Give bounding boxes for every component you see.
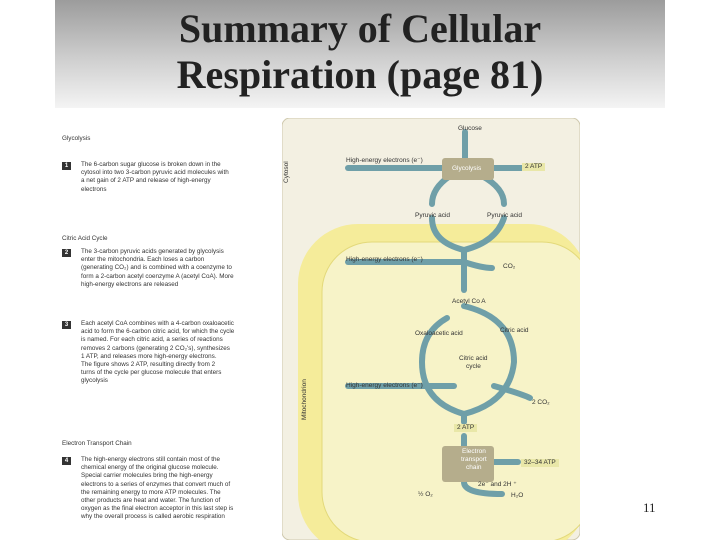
flow-arrows [345,129,533,497]
electrons-label-3: High-energy electrons (e⁻) [346,382,423,389]
acetyl-coa-label: Acetyl Co A [452,298,486,305]
electrons-h-label: 2e⁻ and 2H ⁺ [478,481,517,488]
section-line: other products are heat and water. The f… [81,497,221,505]
glucose-label: Glucose [458,125,482,132]
respiration-diagram [282,118,580,540]
section-heading: Electron Transport Chain [62,440,132,447]
section-line: oxygen as the final electron acceptor in… [81,505,234,513]
section-number: 2 [62,249,71,257]
section-line: cytosol into two 3-carbon pyruvic acid m… [81,169,229,177]
water-label: H₂O [511,492,524,499]
section-number: 3 [62,321,71,329]
section-line: (generating CO₂) and is combined with a … [81,264,232,272]
section-line: form a 2-carbon acetyl coenzyme A (acety… [81,272,234,280]
co2-label-2: 2 CO₂ [532,399,550,406]
section-line: glycolysis [81,377,108,385]
citric-cycle-label-2: cycle [466,363,481,370]
citric-acid-label: Citric acid [500,327,529,334]
section-line: acid to form the 6-carbon citric acid, f… [81,328,235,336]
section-line: The high-energy electrons still contain … [81,456,220,463]
section-body: Each acetyl CoA combines with a 4-carbon… [81,320,276,386]
pyruvic-left-label: Pyruvic acid [415,212,451,219]
arrow-to-water [461,479,505,497]
section-line: The 6-carbon sugar glucose is broken dow… [81,161,221,168]
section-line: Each acetyl CoA combines with a 4-carbon… [81,320,234,327]
atp-label-1: 2 ATP [522,163,546,171]
section-line: turns of the cycle per glucose molecule … [81,369,222,377]
citric-cycle-label-1: Citric acid [459,355,488,362]
citric-cycle-loop [418,303,518,418]
section-line: Special carrier molecules bring the high… [81,472,213,480]
section-line: The 3-carbon pyruvic acids generated by … [81,248,224,255]
atp-label-2: 2 ATP [454,424,478,432]
etc-label-2: transport [461,456,487,463]
section-number: 4 [62,457,71,465]
etc-label-1: Electron [462,448,486,455]
section-line: electrons to a series of enzymes that co… [81,480,231,488]
section-heading: Citric Acid Cycle [62,235,108,242]
glycolysis-box-label: Glycolysis [452,165,482,172]
title-line-2: Respiration (page 81) [176,52,544,97]
cytosol-label: Cytosol [283,161,290,183]
section-heading: Glycolysis [62,135,91,142]
oxygen-label: ½ O₂ [418,491,433,498]
title-bar [55,0,665,108]
section-number: 1 [62,162,71,170]
section-line: why the overall process is called aerobi… [81,513,225,521]
section-body: The high-energy electrons still contain … [81,456,276,522]
glycolysis-box [442,158,494,180]
mitochondrion-inner [321,241,580,540]
title-line-1: Summary of Cellular [178,6,542,51]
section-body: The 3-carbon pyruvic acids generated by … [81,248,276,289]
section-line: is named. For each citric acid, a series… [81,336,223,344]
electrons-label-1: High-energy electrons (e⁻) [346,157,423,164]
etc-label-3: chain [466,464,482,471]
etc-box [442,446,494,482]
oxaloacetic-label: Oxaloacetic acid [415,330,463,337]
section-line: high-energy electrons are released [81,280,179,288]
mitochondrion-label: Mitochondrion [301,379,308,420]
section-line: The figure shows 2 ATP, resulting direct… [81,361,216,369]
page-number: 11 [643,500,656,515]
section-line: enter the mitochondria. Each loses a car… [81,256,205,264]
section-line: removes 2 carbons (generating 2 CO₂'s), … [81,344,230,352]
arrow-co2-2 [491,383,533,401]
atp-label-3: 32–34 ATP [521,459,559,467]
section-line: chemical energy of the original glucose … [81,464,219,472]
co2-label-1: CO₂ [503,263,516,270]
section-body: The 6-carbon sugar glucose is broken dow… [81,161,276,194]
section-line: a net gain of 2 ATP and release of high-… [81,177,211,185]
electrons-label-2: High-energy electrons (e⁻) [346,256,423,263]
section-line: electrons [81,185,107,193]
section-line: the remaining energy to more ATP molecul… [81,488,221,496]
pyruvic-right-label: Pyruvic acid [487,212,523,219]
arrow-co2-1 [461,259,495,271]
section-line: 1 ATP, and releases more high-energy ele… [81,352,217,360]
